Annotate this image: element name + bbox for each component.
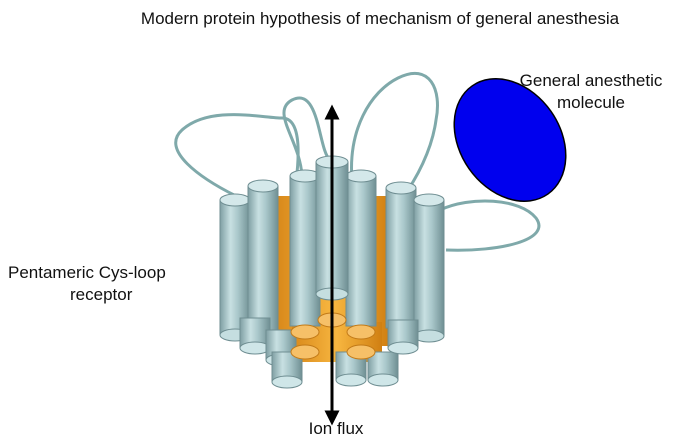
pore-cap [290, 324, 320, 340]
helix [289, 169, 321, 327]
helix [385, 181, 417, 329]
helix [345, 169, 377, 327]
helices-back [219, 179, 445, 343]
helix [247, 179, 279, 335]
helix [367, 351, 399, 387]
loop-far-right [439, 199, 541, 252]
helix [271, 351, 303, 389]
anesthetic-label-line2: molecule [556, 93, 626, 112]
receptor-label-line2: receptor [70, 285, 133, 304]
extracellular-loops [174, 71, 541, 252]
pore-helix-caps [290, 312, 376, 360]
helix [387, 319, 419, 355]
loop-center [282, 96, 332, 177]
pore-cap [290, 344, 320, 360]
receptor-label-line1: Pentameric Cys-loop [8, 263, 166, 282]
helix [413, 193, 445, 343]
pore-cap [346, 344, 376, 360]
anesthetic-label-line1: General anesthetic [519, 71, 663, 90]
anesthetic-molecule-icon [453, 78, 567, 202]
ion-flux-label: Ion flux [308, 419, 364, 438]
loop-right [350, 71, 439, 199]
anesthetic-molecule-label: General anesthetic molecule [486, 70, 696, 114]
diagram-title: Modern protein hypothesis of mechanism o… [140, 9, 620, 28]
receptor-label: Pentameric Cys-loop receptor [8, 262, 218, 306]
helix [239, 317, 271, 355]
loop-left [174, 113, 300, 198]
pore-cap [346, 324, 376, 340]
